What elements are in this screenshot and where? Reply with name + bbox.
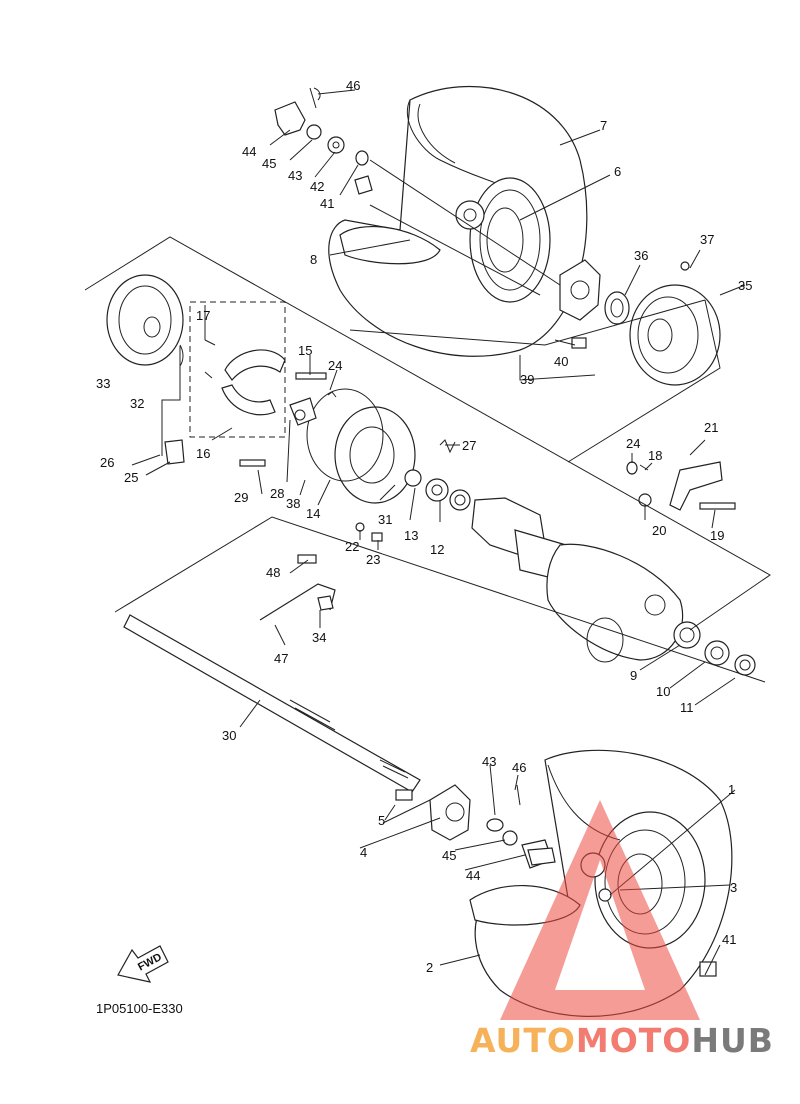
callout-9: 9 <box>630 668 637 683</box>
callout-20: 20 <box>652 523 666 538</box>
callout-22: 22 <box>345 539 359 554</box>
callout-7: 7 <box>600 118 607 133</box>
axle-housing <box>471 461 756 676</box>
callout-29: 29 <box>234 490 248 505</box>
watermark-word-moto: MOTO <box>576 1021 691 1060</box>
callout-42: 42 <box>310 179 324 194</box>
callout-39: 39 <box>520 372 534 387</box>
callout-41a: 41 <box>320 196 334 211</box>
callout-13: 13 <box>404 528 418 543</box>
callout-4: 4 <box>360 845 367 860</box>
part-code: 1P05100-E330 <box>96 1001 183 1016</box>
callout-3: 3 <box>730 880 737 895</box>
callout-28: 28 <box>270 486 284 501</box>
callout-18: 18 <box>648 448 662 463</box>
callout-24b: 24 <box>626 436 640 451</box>
callout-34: 34 <box>312 630 326 645</box>
callout-37: 37 <box>700 232 714 247</box>
watermark-word-hub: HUB <box>691 1021 774 1060</box>
callout-10: 10 <box>656 684 670 699</box>
callout-43a: 43 <box>288 168 302 183</box>
callout-44a: 44 <box>242 144 256 159</box>
callout-16: 16 <box>196 446 210 461</box>
callout-5: 5 <box>378 813 385 828</box>
brake-assembly <box>106 274 471 511</box>
callout-25: 25 <box>124 470 138 485</box>
callout-48: 48 <box>266 565 280 580</box>
callout-2: 2 <box>426 960 433 975</box>
callout-45a: 45 <box>262 156 276 171</box>
watermark-text: AUTOMOTOHUB <box>470 1021 774 1060</box>
callout-6: 6 <box>614 164 621 179</box>
brake-drum-group <box>559 259 721 386</box>
callout-24a: 24 <box>328 358 342 373</box>
callout-11: 11 <box>680 700 694 715</box>
watermark-triangle <box>500 800 700 1020</box>
axle-shaft <box>123 554 421 793</box>
callout-45b: 45 <box>442 848 456 863</box>
callout-41b: 41 <box>722 932 736 947</box>
callout-12: 12 <box>430 542 444 557</box>
callout-14: 14 <box>306 506 320 521</box>
callout-46b: 46 <box>512 760 526 775</box>
upper-wheel-drawing <box>328 85 588 357</box>
watermark <box>500 800 700 1020</box>
small-hardware <box>274 87 649 866</box>
callout-1: 1 <box>728 782 735 797</box>
callout-19: 19 <box>710 528 724 543</box>
callout-40: 40 <box>554 354 568 369</box>
callout-21: 21 <box>704 420 718 435</box>
watermark-word-auto: AUTO <box>470 1021 576 1060</box>
callout-23: 23 <box>366 552 380 567</box>
callout-43b: 43 <box>482 754 496 769</box>
callout-44b: 44 <box>466 868 480 883</box>
callout-38: 38 <box>286 496 300 511</box>
callout-17: 17 <box>196 308 210 323</box>
callout-30: 30 <box>222 728 236 743</box>
callout-8: 8 <box>310 252 317 267</box>
callout-35: 35 <box>738 278 752 293</box>
callout-33: 33 <box>96 376 110 391</box>
callout-31: 31 <box>378 512 392 527</box>
callout-32: 32 <box>130 396 144 411</box>
callout-15: 15 <box>298 343 312 358</box>
leader-lines <box>84 89 771 976</box>
callout-labels: 1 2 3 4 5 6 7 8 9 10 11 12 13 14 15 16 1… <box>96 78 752 975</box>
fwd-arrow: FWD <box>117 945 169 983</box>
callout-36: 36 <box>634 248 648 263</box>
callout-47: 47 <box>274 651 288 666</box>
callout-26: 26 <box>100 455 114 470</box>
callout-46a: 46 <box>346 78 360 93</box>
callout-27: 27 <box>462 438 476 453</box>
